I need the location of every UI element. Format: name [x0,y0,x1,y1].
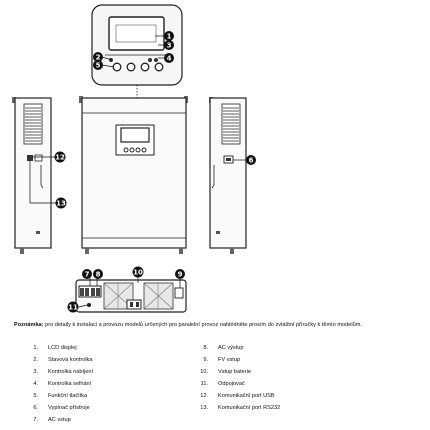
legend-item: 11.Odpojovač [200,381,245,387]
legend-item: 2.Stavová kontrolka [33,357,93,363]
svg-text:12: 12 [55,154,65,162]
legend-item: 4.Kontrolka selhání [33,381,92,387]
legend-item: 12.Komunikační port USB [200,393,275,399]
svg-text:9: 9 [178,271,183,279]
function-button [140,62,150,72]
battery-terminals [126,299,142,310]
callout-badge: 2 [93,52,103,62]
function-button [154,62,164,72]
svg-text:11: 11 [68,304,78,312]
svg-text:13: 13 [56,200,66,208]
usb-port [27,155,33,161]
function-button [126,62,136,72]
legend-item: 10.Vstup baterie [200,369,251,375]
pv-input-port [174,287,184,299]
callout-badge: 12 [54,151,66,163]
fault-led [154,58,158,62]
svg-text:10: 10 [133,269,143,277]
legend-item: 3.Kontrolka nabíjení [33,369,94,375]
legend-item: 13.Komunikační port RS232 [200,405,281,411]
note-text: pro detaily k instalaci a provozu modelů… [45,322,362,328]
callout-badge: 1 [164,31,174,41]
svg-text:5: 5 [96,62,101,70]
installation-note: Poznámka: pro detaily k instalaci a prov… [14,322,414,329]
svg-text:4: 4 [167,55,172,63]
charge-led [148,58,152,62]
svg-text:8: 8 [96,271,101,279]
callout-badge: 5 [93,60,103,70]
note-label: Poznámka: [14,322,44,328]
callout-badge: 3 [164,40,174,50]
callout-badge: 11 [67,301,79,313]
legend-item: 7.AC vstup [33,417,71,423]
rs232-port [34,154,43,162]
callout-badge: 13 [55,197,67,209]
inverter-left-side-view [12,97,52,254]
function-button [112,62,122,72]
legend-item: 1.LCD displej [33,345,77,351]
svg-text:3: 3 [167,42,172,50]
callout-badge: 4 [164,53,174,63]
callout-badge: 10 [132,266,144,278]
callout-badge: 9 [175,269,185,279]
svg-text:2: 2 [96,54,101,62]
legend-column-right: 8.AC výstup 9.FV vstup 10.Vstup baterie … [184,342,280,414]
svg-text:6: 6 [249,157,254,165]
callout-badge: 7 [82,269,92,279]
inverter-bottom-view [75,279,187,313]
callout-badge: 6 [246,155,256,165]
legend-item: 6.Vypínač přístroje [33,405,90,411]
disconnector [87,303,91,307]
legend-item: 9.FV vstup [203,357,241,363]
front-panel-zoom [91,4,183,86]
legend-item: 5.Funkční tlačítka [33,393,88,399]
svg-text:7: 7 [85,271,90,279]
legend-item: 8.AC výstup [203,345,244,351]
svg-text:1: 1 [167,33,172,41]
callout-badge: 8 [93,269,103,279]
inverter-right-side-view [209,97,247,254]
inverter-front-view [79,96,188,254]
legend-column-left: 1.LCD displej 2.Stavová kontrolka 3.Kont… [14,342,93,426]
